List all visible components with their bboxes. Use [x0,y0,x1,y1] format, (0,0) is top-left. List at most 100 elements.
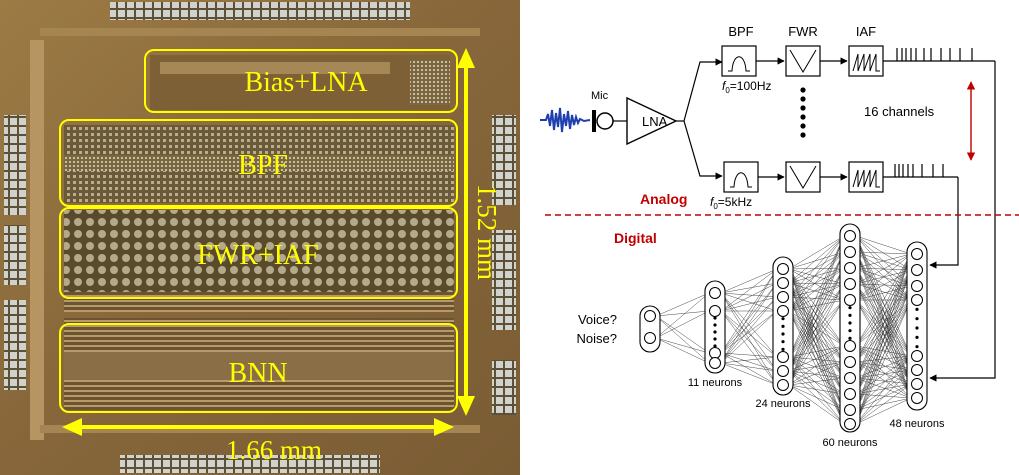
nn-connection [855,253,912,285]
neuron-node [911,280,923,292]
neuron-node [844,246,856,258]
nn-connection [788,283,845,358]
nn-connection [720,268,778,294]
nn-connection [788,384,845,411]
nn-connection [720,282,778,364]
nn-connection [655,337,710,354]
nn-connection [855,361,912,399]
layer-label-11: 11 neurons [688,377,743,389]
nn-connection [855,397,912,425]
nn-connection [788,310,845,411]
nn-connection [788,345,845,386]
nn-connection [855,299,912,399]
block-label-bias-lna: Bias+LNA [244,67,368,98]
nn-connection [788,267,845,372]
neuron-ellipsis-dot [848,329,852,333]
nn-connection [788,235,845,298]
nn-connection [788,282,845,301]
nn-connection [855,383,912,425]
nn-connection [788,251,845,298]
nn-connection [720,282,778,294]
iaf-block-bottom [848,161,884,193]
nn-connection [855,253,912,269]
lna-fine-grid [410,60,450,105]
width-arrow-right [434,418,454,436]
nn-connection [788,282,845,363]
nn-connection [855,345,912,357]
nn-connection [855,345,912,399]
chip-micrograph: Bias+LNA BPF FWR+IAF BNN 1.52 mm 1.66 mm [0,0,520,475]
nn-connection [855,299,912,347]
neuron-node [844,418,856,430]
nn-connections [655,235,912,425]
neuron-ellipsis-dot [781,340,785,344]
neuron-ellipsis-dot [781,324,785,328]
nn-connection [855,251,912,385]
nn-connection [855,235,912,301]
nn-connection [855,235,912,357]
mic-label: Mic [591,90,609,102]
nn-connection [720,296,778,364]
nn-connection [855,251,912,357]
nn-connection [655,315,710,354]
neuron-node [709,357,721,369]
nn-connection [788,310,845,363]
nn-connection [788,310,845,395]
nn-connection [855,369,912,425]
nn-connection [855,267,912,301]
fwr-iaf-band [64,292,454,312]
f0-top-label: f0=100Hz [722,79,772,95]
nn-connection [788,296,845,363]
neuron-ellipsis-dot [915,307,919,311]
nn-connection [788,299,845,386]
nn-connection [788,283,845,386]
nn-connection [788,268,845,347]
route-wire-top [929,61,996,382]
nn-connection [855,369,912,395]
nn-connection [855,369,912,379]
neuron-node [777,365,789,377]
neuron-node [844,230,856,242]
neuron-node [644,310,656,322]
nn-connection [788,296,845,301]
nn-connection [720,352,778,358]
width-arrow-left [62,418,82,436]
nn-connection [788,251,845,358]
nn-connection [855,267,912,399]
neuron-node [844,262,856,274]
nn-connection [720,268,778,354]
nn-connection [655,310,710,317]
nn-connection [788,299,845,372]
nn-connection [655,337,710,364]
neuron-node [911,378,923,390]
nn-connection [855,393,912,399]
nn-connection [788,268,845,285]
system-block-diagram: Mic LNA BPF FWR IAF f0=100Hz 16 channels [540,24,1019,449]
nn-connection [788,251,845,270]
neuron-ellipsis-dot [915,326,919,330]
block-label-fwr-iaf: FWR+IAF [197,240,319,271]
fwr-block-top [785,45,821,77]
nn-connection [855,253,912,411]
nn-connection [788,345,845,372]
iaf-block-top [848,45,884,77]
nn-connection [788,251,845,312]
neuron-node [777,379,789,391]
microphone-icon [592,110,614,132]
route-wire-bottom [929,177,959,269]
neuron-node [644,332,656,344]
neuron-node [777,263,789,275]
nn-connection [788,283,845,298]
fwr-header: FWR [788,24,818,39]
nn-connection [855,253,912,379]
neuron-node [844,388,856,400]
nn-connection [788,384,845,395]
nn-connection [788,235,845,386]
block-label-bnn: BNN [228,358,287,389]
height-arrow-top [457,48,475,68]
branch-wire-top [683,58,723,122]
nn-connection [855,253,912,347]
nn-connection [788,251,845,386]
nn-connection [788,267,845,298]
nn-connection [855,267,912,357]
